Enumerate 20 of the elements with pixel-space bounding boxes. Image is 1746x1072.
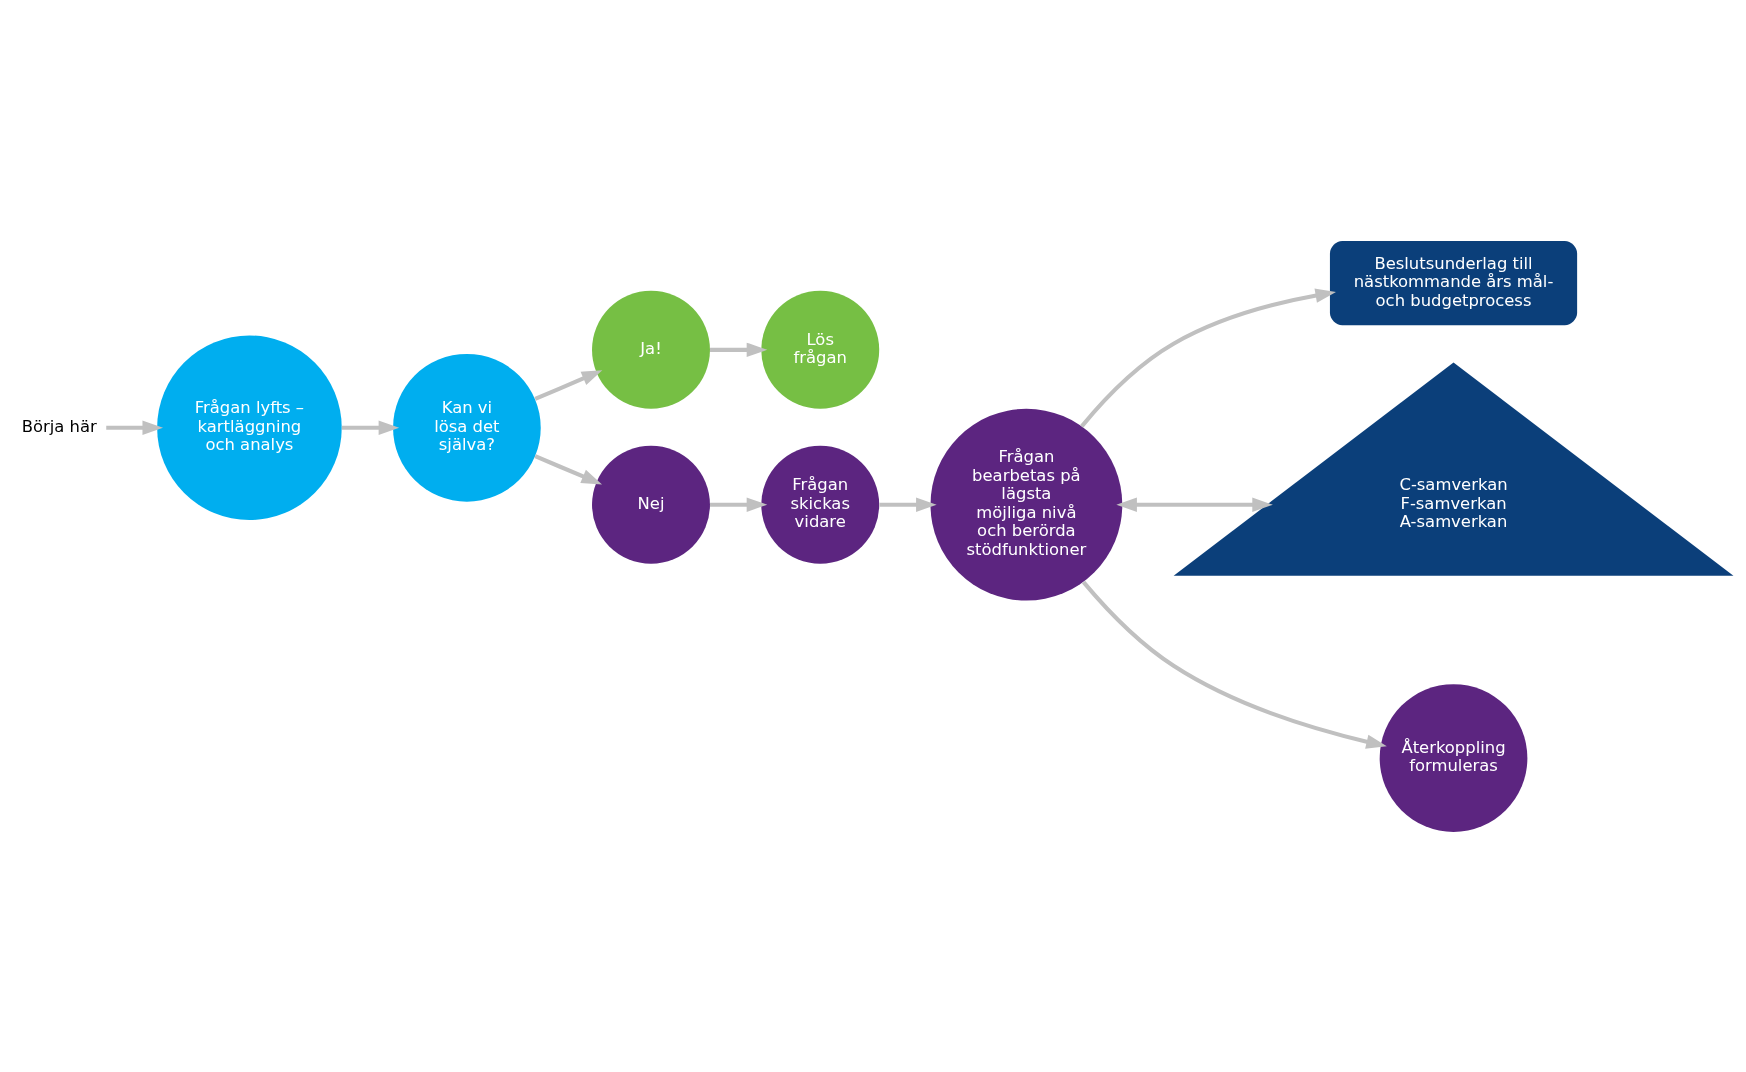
node-circle: Frågan bearbetas på lägsta möjliga nivå och berörda stödfunktioner [930,408,1123,601]
node-circle: Frågan skickas vidare [761,445,880,564]
node-circle: Lös frågan [761,290,880,409]
arrow [1116,497,1273,512]
node-text: Börja här [21,416,97,436]
arrow [879,497,937,512]
node-circle: Nej [592,445,710,564]
node-circle: Kan vi lösa det själva? [393,353,541,502]
arrow [1082,580,1387,749]
arrow [534,453,603,484]
arrow [1080,287,1336,428]
arrow [341,420,400,435]
arrow [710,497,768,512]
node-box: Beslutsunderlag till nästkommande års mål- och budgetprocess [1329,240,1578,325]
arrow [534,369,603,401]
arrow [106,420,164,435]
node-circle: Frågan lyfts – kartläggning och analys [157,334,342,520]
node-circle: Återkoppling formuleras [1379,683,1528,832]
arrow [710,342,768,357]
node-circle: Ja! [592,290,710,409]
